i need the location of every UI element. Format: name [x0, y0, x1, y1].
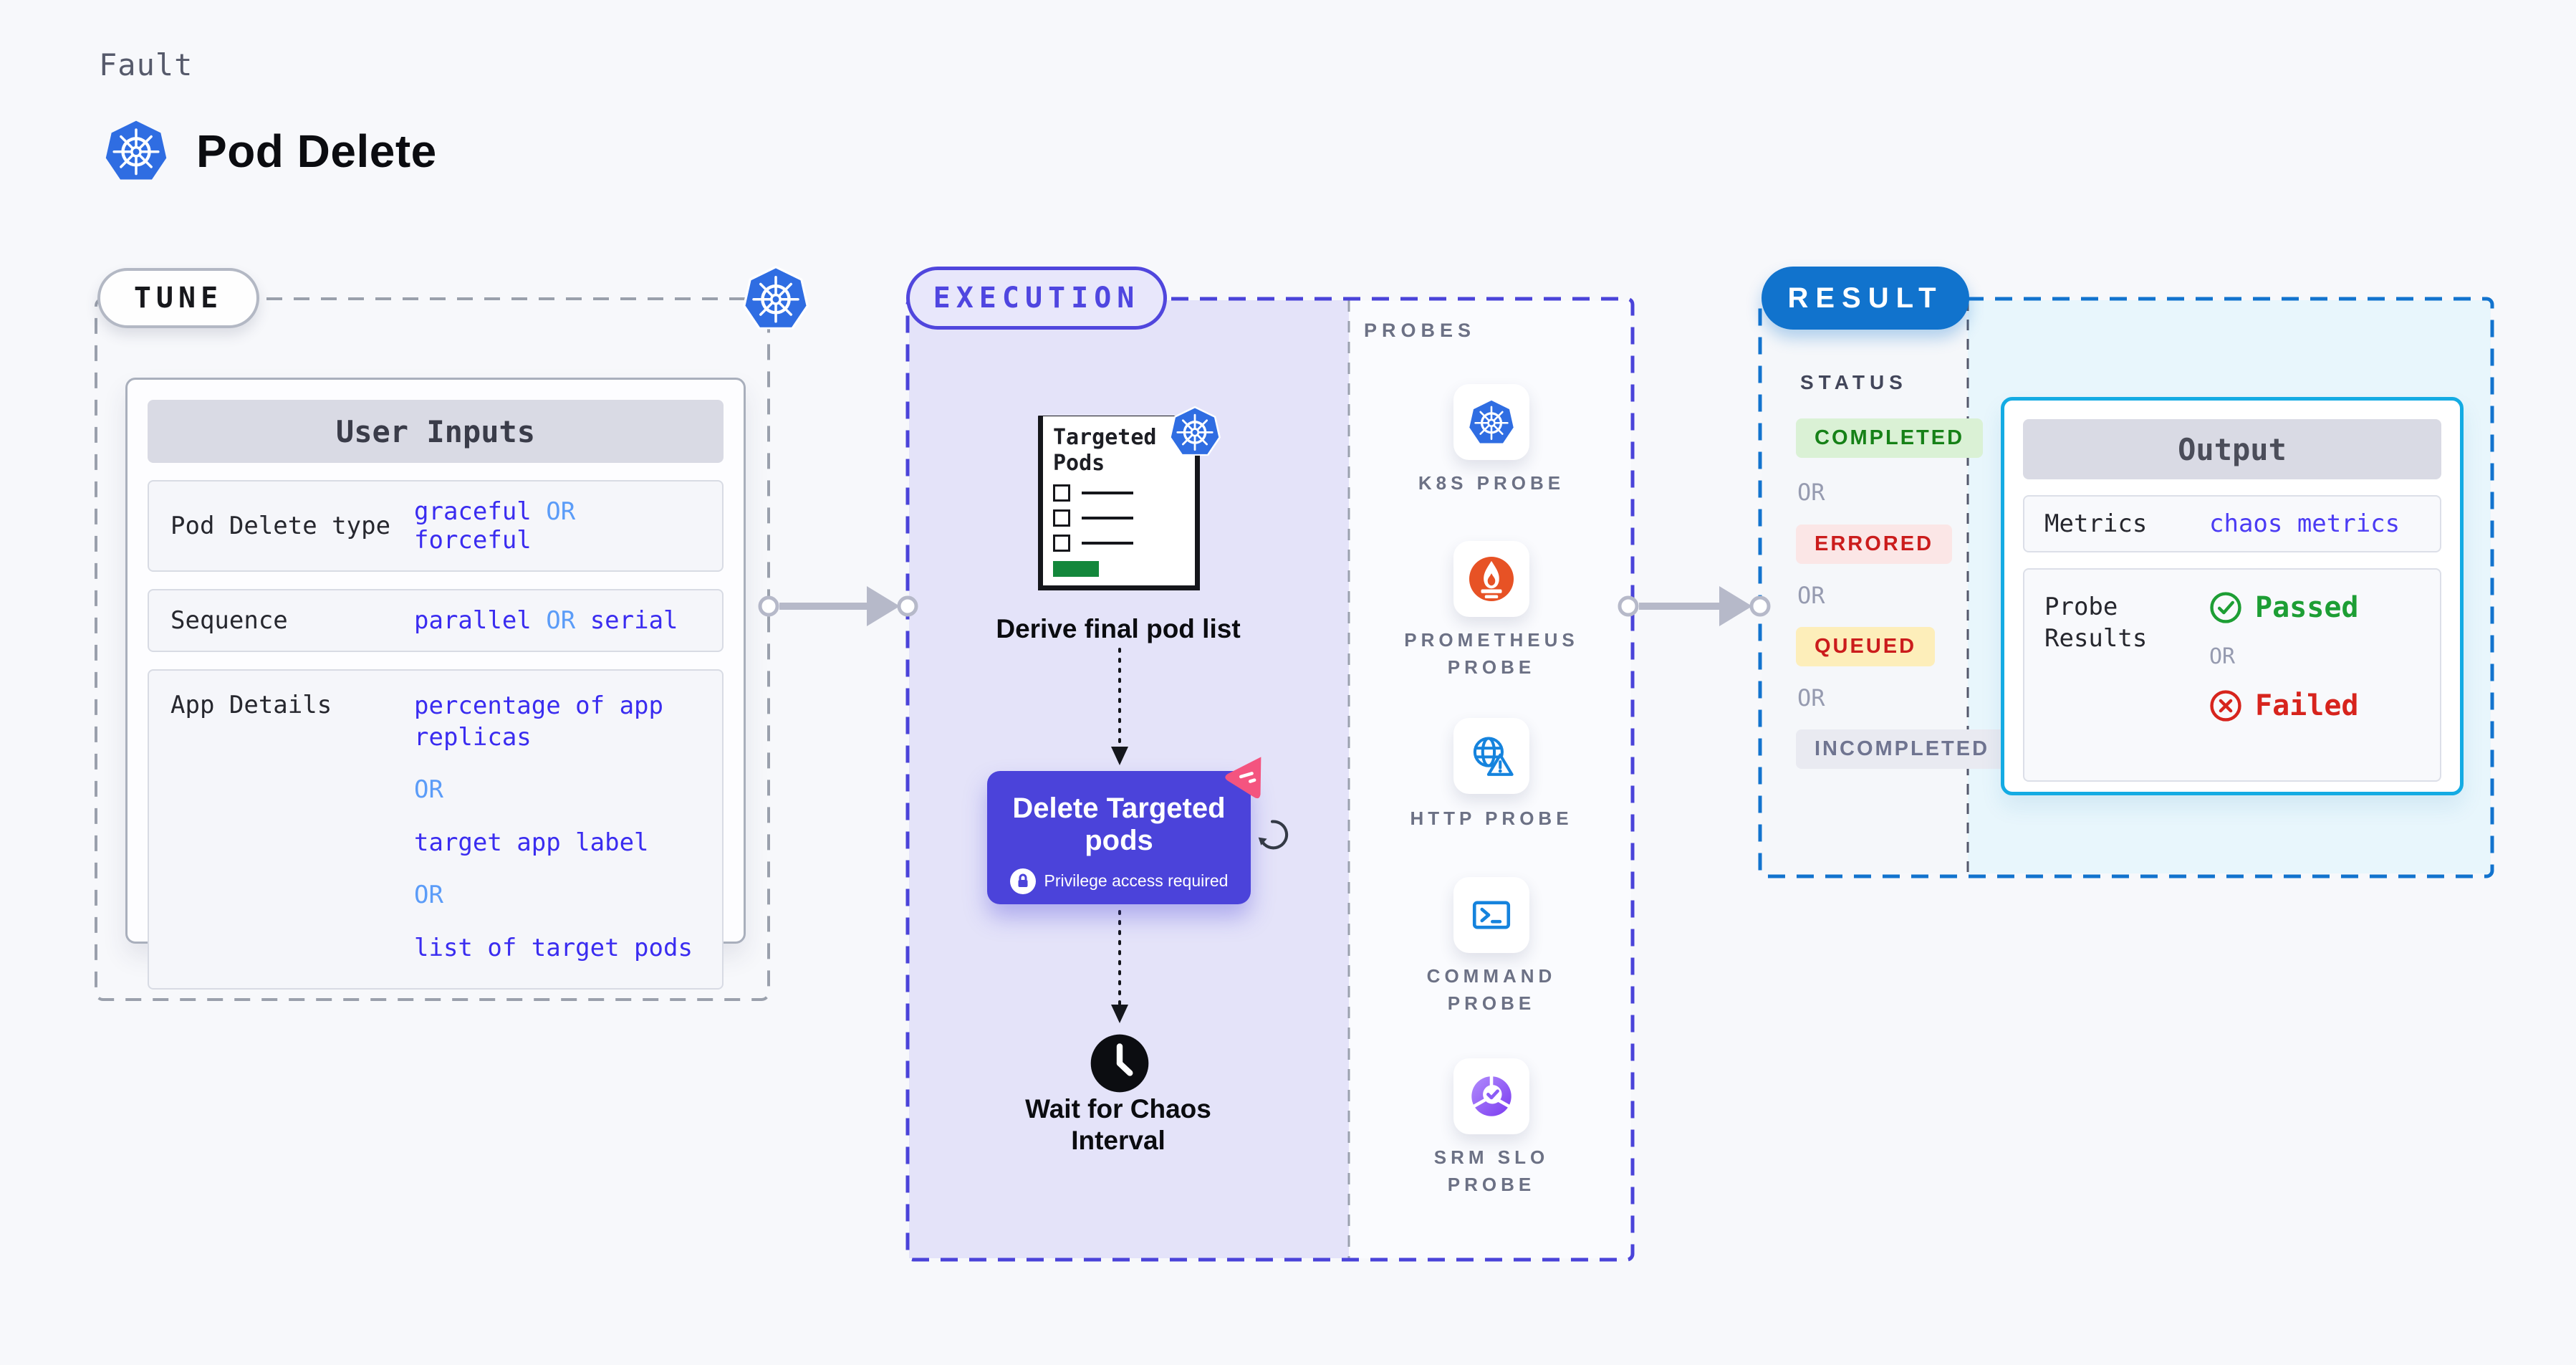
- kubernetes-badge-icon: [1169, 406, 1221, 457]
- or-separator: OR: [1797, 479, 1825, 506]
- metrics-row: Metrics chaos metrics: [2023, 495, 2441, 552]
- probe-label: SRM SLO PROBE: [1433, 1146, 1549, 1195]
- tune-section-pill: TUNE: [97, 268, 259, 328]
- input-label: Sequence: [170, 606, 288, 635]
- input-row-app-details: App Details percentage of app replicas O…: [148, 669, 724, 990]
- progress-bar: [1053, 561, 1099, 577]
- clock-icon: [1090, 1034, 1149, 1093]
- wait-chaos-interval-caption: Wait for Chaos Interval: [1025, 1094, 1211, 1155]
- srm-slo-probe-icon: [1471, 1074, 1512, 1116]
- input-label: Pod Delete type: [170, 512, 391, 540]
- status-badge-incompleted: INCOMPLETED: [1796, 729, 2009, 769]
- list-line: [1082, 542, 1133, 545]
- input-row-sequence: Sequence parallel OR serial: [148, 589, 724, 652]
- list-line: [1082, 517, 1133, 519]
- input-row-pod-delete-type: Pod Delete type graceful OR forceful: [148, 480, 724, 572]
- http-probe-icon: [1473, 737, 1514, 776]
- metrics-label: Metrics: [2044, 509, 2148, 538]
- kubernetes-icon: [105, 119, 168, 182]
- probe-label: COMMAND PROBE: [1426, 965, 1557, 1014]
- prometheus-probe-card: [1453, 541, 1529, 617]
- k8s-probe-card: [1453, 384, 1529, 460]
- probe-label: HTTP PROBE: [1410, 808, 1573, 829]
- input-value: percentage of app replicas OR target app…: [414, 691, 693, 962]
- http-probe-card: [1453, 718, 1529, 794]
- fault-kicker: Fault: [99, 47, 193, 82]
- command-probe-icon: [1472, 901, 1511, 929]
- derive-pod-list-caption: Derive final pod list: [996, 614, 1241, 643]
- litmus-chaos-icon: [1225, 757, 1261, 799]
- lock-icon: [1009, 868, 1036, 894]
- k8s-probe-icon: [1469, 399, 1514, 445]
- delete-targeted-pods-node: Delete Targeted pods Privilege access re…: [987, 757, 1261, 904]
- user-inputs-header: User Inputs: [148, 400, 724, 463]
- output-header: Output: [2023, 419, 2441, 479]
- page-title: Pod Delete: [196, 125, 437, 177]
- status-heading: STATUS: [1800, 371, 1908, 393]
- probes-heading: PROBES: [1364, 320, 1476, 341]
- probe-results-label: Probe Results: [2044, 593, 2148, 653]
- checkbox-icon: [1053, 484, 1070, 502]
- input-value: graceful OR forceful: [414, 497, 576, 555]
- checkbox-icon: [1053, 509, 1070, 527]
- result-section-pill: RESULT: [1762, 267, 1969, 330]
- user-inputs-card: User Inputs Pod Delete type graceful OR …: [125, 378, 746, 990]
- targeted-pods-document-icon: Targeted Pods: [1038, 416, 1200, 590]
- document-body: Targeted Pods: [1038, 416, 1200, 590]
- privilege-badge-text: Privilege access required: [1044, 871, 1229, 891]
- input-label: App Details: [170, 691, 332, 719]
- list-line: [1082, 492, 1133, 494]
- execution-section-pill: EXECUTION: [906, 267, 1167, 330]
- failed-label: Failed: [2255, 689, 2359, 722]
- status-badge-errored: ERRORED: [1796, 525, 1953, 564]
- metrics-value: chaos metrics: [2209, 509, 2400, 538]
- input-value: parallel OR serial: [414, 606, 678, 635]
- probe-label: K8S PROBE: [1418, 472, 1565, 494]
- or-separator: OR: [2209, 644, 2236, 669]
- kubernetes-badge-icon: [743, 265, 809, 331]
- output-card: Output Metrics chaos metrics Probe Resul…: [2001, 397, 2464, 795]
- delete-node-title: Delete Targeted pods: [1012, 792, 1226, 856]
- check-circle-icon: [2210, 592, 2241, 623]
- passed-label: Passed: [2255, 591, 2359, 624]
- or-separator: OR: [1797, 684, 1825, 712]
- status-badge-queued: QUEUED: [1796, 627, 1936, 666]
- checkbox-icon: [1053, 535, 1070, 552]
- retry-loop-icon: [1258, 820, 1289, 850]
- x-circle-icon: [2210, 690, 2241, 722]
- probe-label: PROMETHEUS PROBE: [1404, 629, 1579, 678]
- status-badge-completed: COMPLETED: [1796, 418, 1984, 458]
- or-separator: OR: [1797, 582, 1825, 609]
- command-probe-card: [1453, 877, 1529, 953]
- prometheus-probe-icon: [1469, 556, 1514, 602]
- document-title: Targeted Pods: [1053, 425, 1157, 476]
- arrow-tune-to-execution: [758, 586, 918, 626]
- probe-results-row: Probe Results Passed OR Failed: [2023, 568, 2441, 782]
- arrow-execution-to-result: [1618, 586, 1771, 626]
- srm-slo-probe-card: [1453, 1058, 1529, 1134]
